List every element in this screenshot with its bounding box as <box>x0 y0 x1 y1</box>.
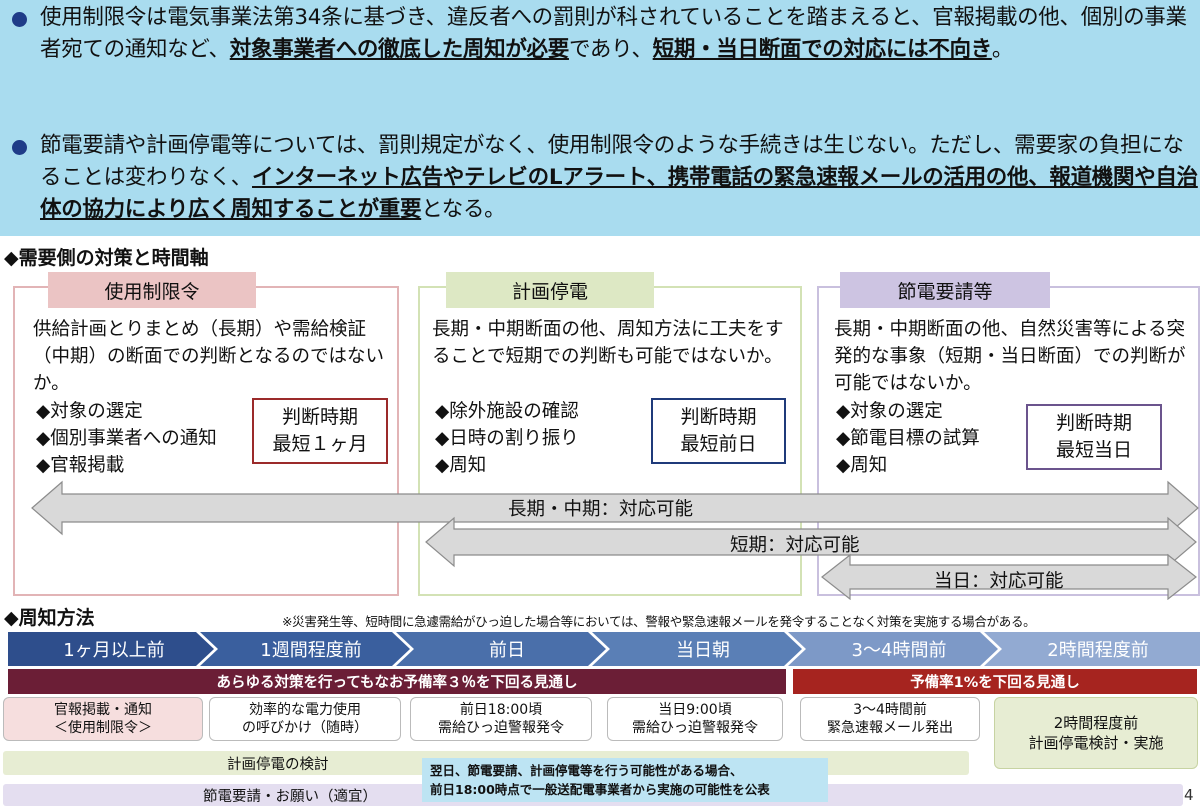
timeline-step-2 <box>200 632 410 666</box>
section-heading-notification: ◆周知方法 <box>4 607 95 629</box>
panel-item: ◆節電目標の試算 <box>836 428 980 449</box>
timeline-steps <box>8 632 1200 666</box>
bullet-text: であり、 <box>568 37 653 62</box>
advance-notice-box: 翌日、節電要請、計画停電等を行う可能性がある場合、 前日18:00時点で一般送配… <box>422 758 828 802</box>
bullet-text: 節電要請や計画停電等については、罰則規定がなく、使用制限令のような手続きは生じな… <box>40 133 1184 190</box>
same-day-alert-box: 当日9:00頃 需給ひっ迫警報発令 <box>607 697 783 741</box>
judgment-value: 最短当日 <box>1055 439 1132 461</box>
bullet-icon <box>12 12 27 27</box>
timeline-label: 3～4時間前 <box>851 639 947 661</box>
short-term-arrow-label: 短期：対応可能 <box>730 535 860 556</box>
timeline-label: 1週間程度前 <box>260 639 362 661</box>
bullet-2: 節電要請や計画停電等については、罰則規定がなく、使用制限令のような手続きは生じな… <box>40 130 1200 226</box>
panel-item: ◆対象の選定 <box>836 401 943 422</box>
reserve-3pct-band: あらゆる対策を行ってもなお予備率３％を下回る見通し <box>8 669 786 694</box>
panel-item: ◆対象の選定 <box>36 401 143 422</box>
box-line: 官報掲載・通知 <box>54 702 152 718</box>
efficiency-call-box: 効率的な電力使用 の呼びかけ（随時） <box>209 697 401 741</box>
panel-title-planned-outage: 計画停電 <box>446 272 654 308</box>
box-line: の呼びかけ（随時） <box>242 720 368 736</box>
timeline-label: 当日朝 <box>676 639 730 661</box>
same-day-arrow <box>821 553 1197 600</box>
gazette-notice-box: 官報掲載・通知 ＜使用制限令＞ <box>3 697 203 741</box>
same-day-arrow-label: 当日：対応可能 <box>934 571 1064 592</box>
reserve-1pct-band: 予備率1%を下回る見通し <box>793 669 1197 694</box>
panel-item: ◆周知 <box>435 455 487 476</box>
box-line: 計画停電検討・実施 <box>1028 734 1164 752</box>
day-before-alert-box: 前日18:00頃 需給ひっ迫警報発令 <box>410 697 592 741</box>
emergency-mail-box: 3～4時間前 緊急速報メール発出 <box>800 697 980 741</box>
notice-line: 翌日、節電要請、計画停電等を行う可能性がある場合、 <box>430 763 743 778</box>
timeline-label: 1ヶ月以上前 <box>63 639 165 661</box>
bullet-icon <box>12 140 27 155</box>
box-line: 需給ひっ迫警報発令 <box>438 720 564 736</box>
panel-item: ◆個別事業者への通知 <box>36 428 217 449</box>
judgment-timing-box: 判断時期 最短当日 <box>1026 404 1162 470</box>
judgment-value: 最短１ヶ月 <box>272 433 368 455</box>
box-line: 前日18:00頃 <box>459 702 543 718</box>
judgment-label: 判断時期 <box>680 406 757 428</box>
panel-item: ◆官報掲載 <box>36 455 125 476</box>
panel-item: ◆周知 <box>836 455 888 476</box>
panel-description: 長期・中期断面の他、自然災害等による突発的な事象（短期・当日断面）での判断が可能… <box>834 319 1186 394</box>
judgment-timing-box: 判断時期 最短前日 <box>651 398 786 464</box>
bullet-text: 。 <box>991 37 1014 62</box>
timeline-step-3 <box>396 632 606 666</box>
short-term-arrow <box>425 516 1197 568</box>
timeline-arrows <box>31 480 1199 600</box>
bullet-text: となる。 <box>421 197 506 222</box>
judgment-timing-box: 判断時期 最短１ヶ月 <box>252 398 388 464</box>
box-line: 需給ひっ迫警報発令 <box>632 720 758 736</box>
panel-description: 長期・中期断面の他、周知方法に工夫をすることで短期での判断も可能ではないか。 <box>432 319 784 367</box>
panel-description: 供給計画とりまとめ（長期）や需給検証（中期）の断面での判断となるのではないか。 <box>33 319 384 394</box>
timeline-label: 前日 <box>489 639 525 661</box>
timeline-step-1 <box>8 632 214 666</box>
footnote: ※災害発生等、短時間に急遽需給がひっ迫した場合等においては、警報や緊急速報メール… <box>282 614 1036 629</box>
box-line: 当日9:00頃 <box>658 702 732 718</box>
bullet-text: 使用制限令は電気事業法第34条に基づき、違反者への罰則が科されていることを踏まえ… <box>40 5 1187 62</box>
timeline-label: 2時間程度前 <box>1047 639 1149 661</box>
timeline-step-5 <box>788 632 998 666</box>
timeline-step-4 <box>592 632 802 666</box>
page-number: 4 <box>1184 786 1194 804</box>
box-line: 3～4時間前 <box>853 702 927 718</box>
section-heading-measures: ◆需要側の対策と時間軸 <box>4 247 209 269</box>
panel-title-power-saving: 節電要請等 <box>840 272 1050 308</box>
box-line: 効率的な電力使用 <box>249 702 361 718</box>
emphasis-text: インターネット広告やテレビのLアラート、携帯電話の緊急速報メールの活用の他、報道… <box>40 165 1198 222</box>
box-line: ＜使用制限令＞ <box>54 720 152 736</box>
panel-item: ◆日時の割り振り <box>435 428 579 449</box>
box-line: 2時間程度前 <box>1053 714 1139 732</box>
box-line: 緊急速報メール発出 <box>827 720 953 736</box>
outage-implementation-box: 2時間程度前 計画停電検討・実施 <box>994 697 1198 769</box>
top-banner: 使用制限令は電気事業法第34条に基づき、違反者への罰則が科されていることを踏まえ… <box>0 0 1200 236</box>
long-mid-term-arrow-label: 長期・中期：対応可能 <box>508 499 694 520</box>
long-mid-term-arrow <box>31 480 1199 536</box>
panel-item: ◆除外施設の確認 <box>435 401 579 422</box>
judgment-value: 最短前日 <box>680 433 757 455</box>
judgment-label: 判断時期 <box>281 406 358 428</box>
judgment-label: 判断時期 <box>1055 412 1132 434</box>
emphasis-text: 対象事業者への徹底した周知が必要 <box>229 37 570 62</box>
timeline-step-6 <box>984 632 1200 666</box>
panel-title-usage-restriction: 使用制限令 <box>48 272 256 308</box>
emphasis-text: 短期・当日断面での対応には不向き <box>652 37 993 62</box>
notice-line: 前日18:00時点で一般送配電事業者から実施の可能性を公表 <box>430 782 770 797</box>
bullet-1: 使用制限令は電気事業法第34条に基づき、違反者への罰則が科されていることを踏まえ… <box>40 2 1196 66</box>
